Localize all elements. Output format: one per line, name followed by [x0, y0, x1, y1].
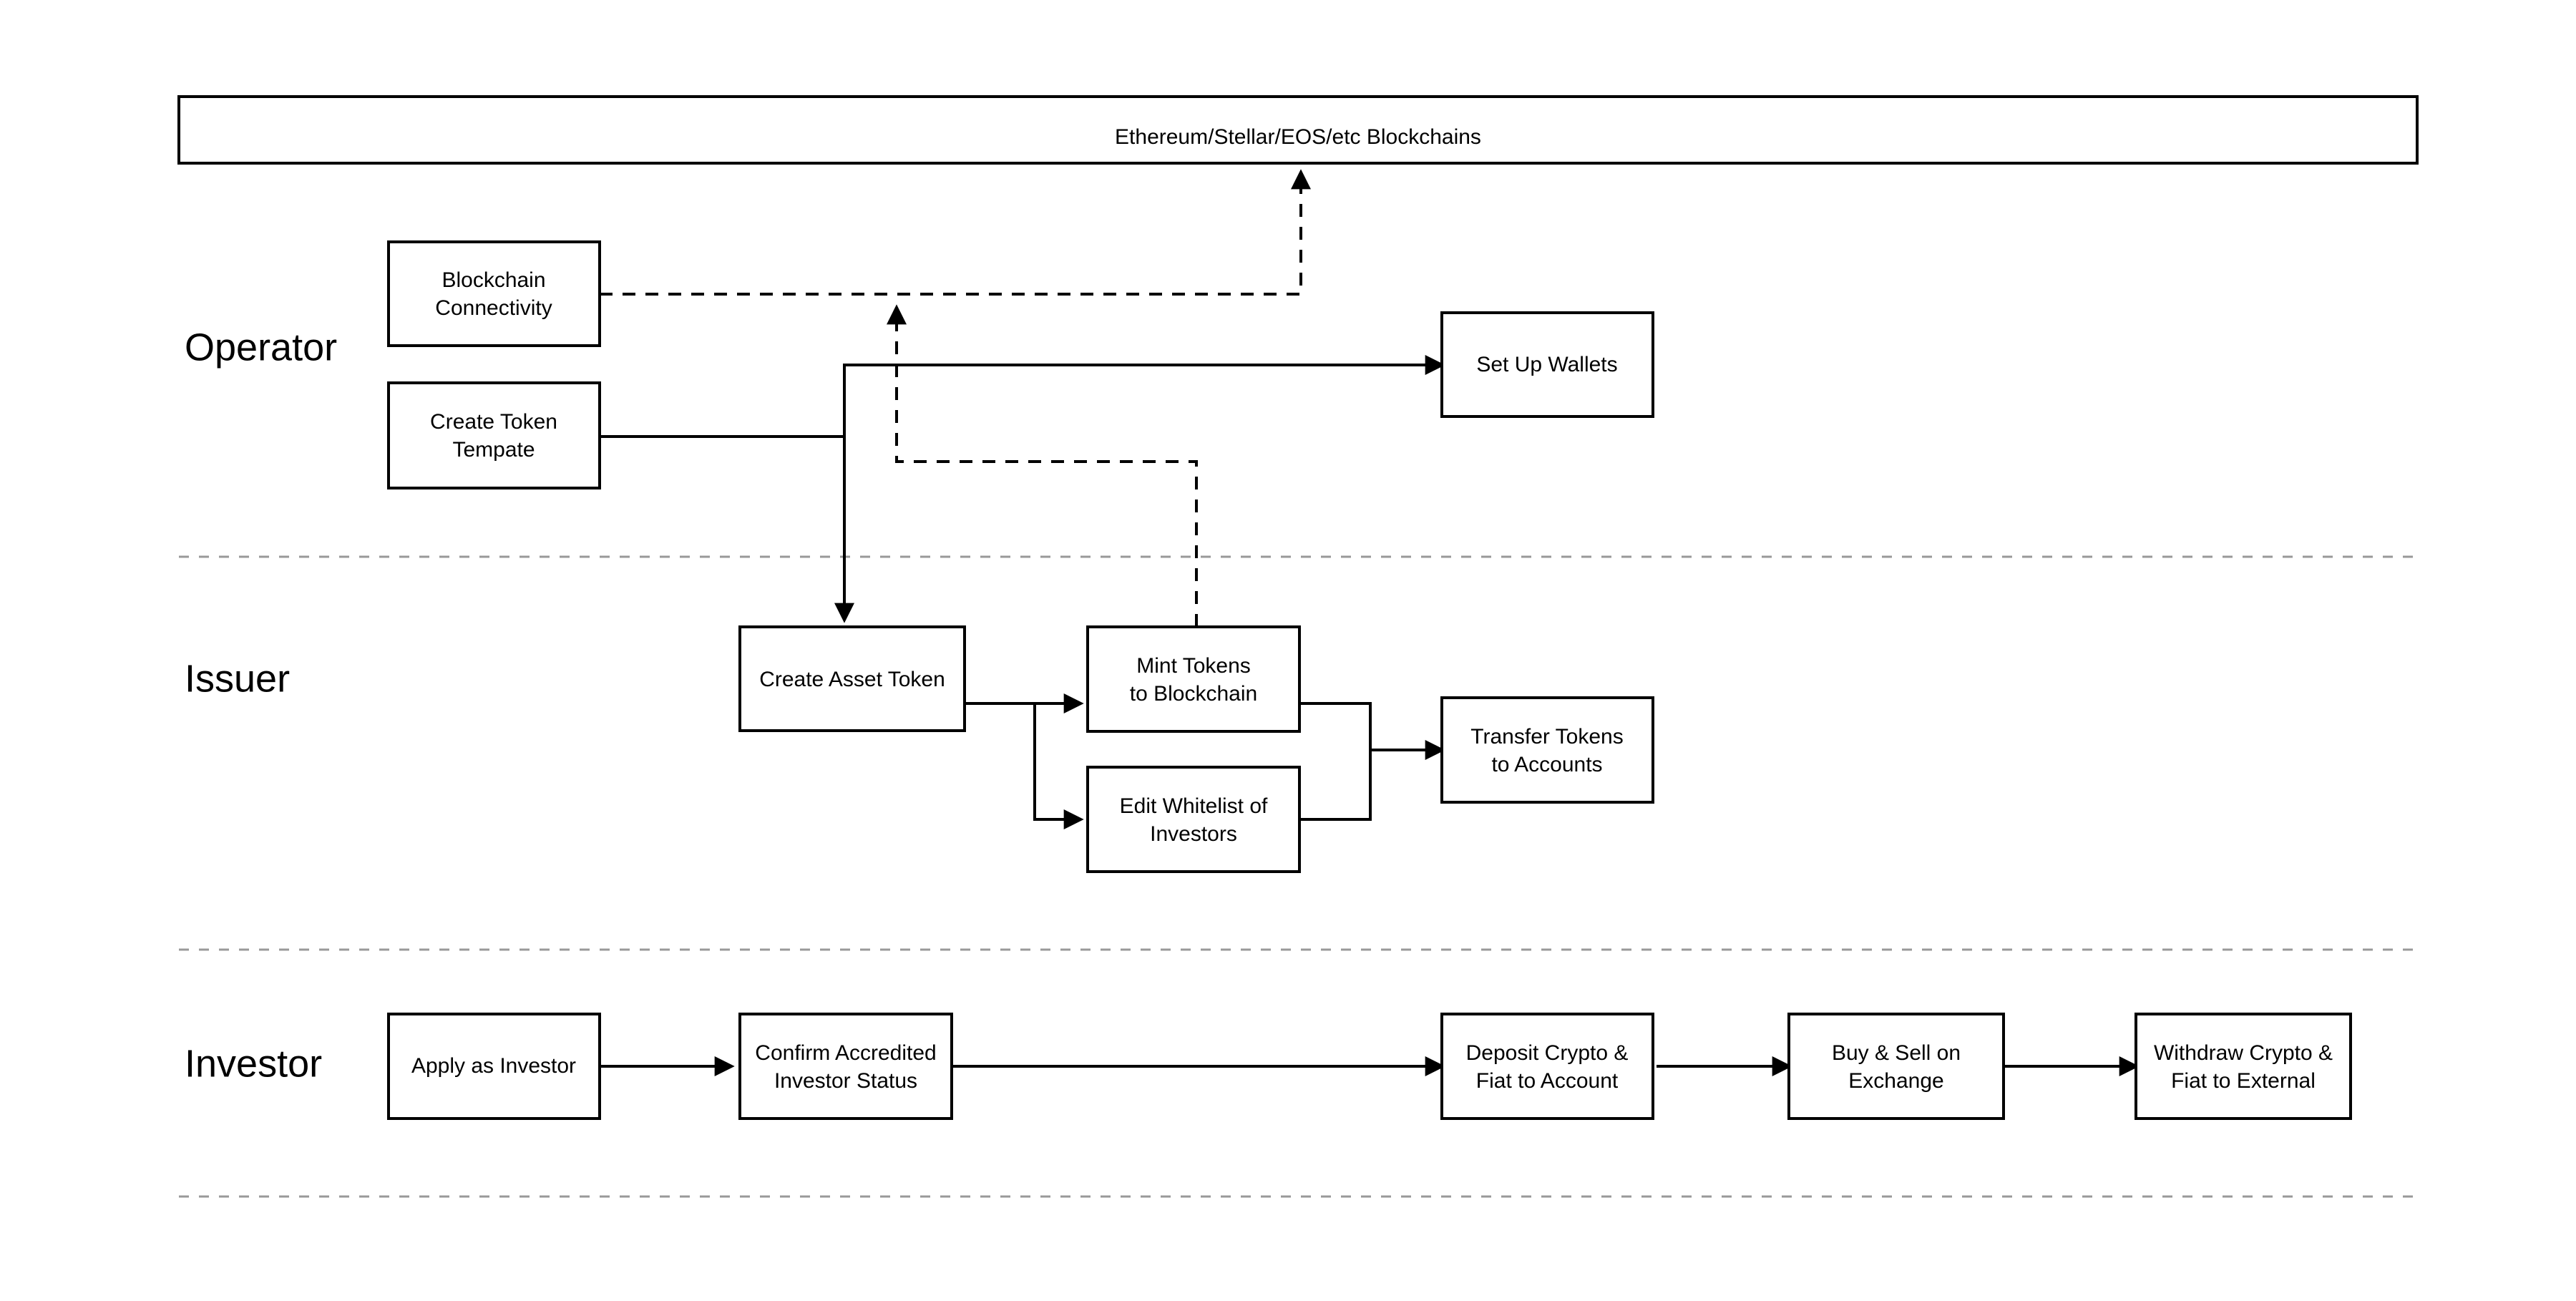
node-set-up-wallets-box[interactable] [1440, 311, 1654, 418]
node-blockchain-connectivity-box[interactable] [387, 240, 601, 347]
node-withdraw-crypto-box[interactable] [2135, 1013, 2352, 1120]
blockchains-banner-label: Ethereum/Stellar/EOS/etc Blockchains [1115, 125, 1481, 149]
node-create-asset-token-line1: Create Asset Token [759, 668, 945, 691]
node-create-token-template-line1: Create Token [430, 410, 557, 434]
blockchains-banner: Ethereum/Stellar/EOS/etc Blockchains [177, 95, 2419, 165]
node-mint-tokens[interactable]: Mint Tokens to Blockchain [1086, 625, 1301, 733]
node-deposit-crypto[interactable]: Deposit Crypto & Fiat to Account [1440, 1013, 1654, 1120]
lane-label-issuer: Issuer [185, 657, 290, 700]
node-set-up-wallets[interactable]: Set Up Wallets [1440, 311, 1654, 418]
lane-label-investor: Investor [185, 1042, 322, 1085]
node-transfer-tokens[interactable]: Transfer Tokens to Accounts [1440, 696, 1654, 804]
node-edit-whitelist-line1: Edit Whitelist of [1120, 794, 1268, 818]
edge-mint-tokens-to-merge [1299, 702, 1372, 750]
node-create-token-template-line2: Tempate [452, 438, 535, 462]
node-create-asset-token-box[interactable] [738, 625, 966, 732]
node-create-token-template[interactable]: Create Token Tempate [387, 381, 601, 489]
node-transfer-tokens-line1: Transfer Tokens [1470, 725, 1623, 749]
node-confirm-accredited-line2: Investor Status [774, 1069, 917, 1093]
lane-label-operator: Operator [185, 326, 337, 369]
node-buy-sell-exchange-line1: Buy & Sell on [1832, 1041, 1961, 1065]
node-edit-whitelist-box[interactable] [1086, 766, 1301, 873]
node-transfer-tokens-line2: to Accounts [1491, 753, 1602, 776]
node-mint-tokens-line2: to Blockchain [1130, 682, 1257, 706]
node-deposit-crypto-line1: Deposit Crypto & [1466, 1041, 1629, 1065]
node-blockchain-connectivity-line2: Connectivity [435, 296, 552, 320]
node-apply-as-investor-line1: Apply as Investor [411, 1054, 576, 1078]
node-confirm-accredited[interactable]: Confirm Accredited Investor Status [738, 1013, 953, 1120]
node-set-up-wallets-line1: Set Up Wallets [1476, 353, 1617, 376]
node-create-token-template-box[interactable] [387, 381, 601, 489]
node-buy-sell-exchange-line2: Exchange [1848, 1069, 1943, 1093]
node-mint-tokens-line1: Mint Tokens [1136, 654, 1251, 678]
node-edit-whitelist[interactable]: Edit Whitelist of Investors [1086, 766, 1301, 873]
edge-token-template-to-set-up-wallets [600, 355, 1445, 438]
node-blockchain-connectivity-line1: Blockchain [441, 268, 545, 292]
node-deposit-crypto-line2: Fiat to Account [1476, 1069, 1619, 1093]
edge-connectivity-to-blockchains [600, 169, 1311, 296]
node-buy-sell-exchange[interactable]: Buy & Sell on Exchange [1787, 1013, 2005, 1120]
edge-edit-whitelist-to-merge [1299, 750, 1372, 821]
node-mint-tokens-box[interactable] [1086, 625, 1301, 733]
node-deposit-crypto-box[interactable] [1440, 1013, 1654, 1120]
node-apply-as-investor[interactable]: Apply as Investor [387, 1013, 601, 1120]
edge-create-asset-token-to-edit-whitelist [1033, 703, 1084, 829]
node-confirm-accredited-box[interactable] [738, 1013, 953, 1120]
node-apply-as-investor-box[interactable] [387, 1013, 601, 1120]
node-buy-sell-exchange-box[interactable] [1787, 1013, 2005, 1120]
node-create-asset-token[interactable]: Create Asset Token [738, 625, 966, 732]
edge-mint-tokens-to-blockchains [887, 304, 1198, 627]
node-blockchain-connectivity[interactable]: Blockchain Connectivity [387, 240, 601, 347]
node-withdraw-crypto[interactable]: Withdraw Crypto & Fiat to External [2135, 1013, 2352, 1120]
node-edit-whitelist-line2: Investors [1150, 822, 1237, 846]
node-confirm-accredited-line1: Confirm Accredited [755, 1041, 936, 1065]
node-transfer-tokens-box[interactable] [1440, 696, 1654, 804]
node-withdraw-crypto-line1: Withdraw Crypto & [2154, 1041, 2333, 1065]
blockchains-banner-box [177, 95, 2419, 165]
node-withdraw-crypto-line2: Fiat to External [2171, 1069, 2316, 1093]
